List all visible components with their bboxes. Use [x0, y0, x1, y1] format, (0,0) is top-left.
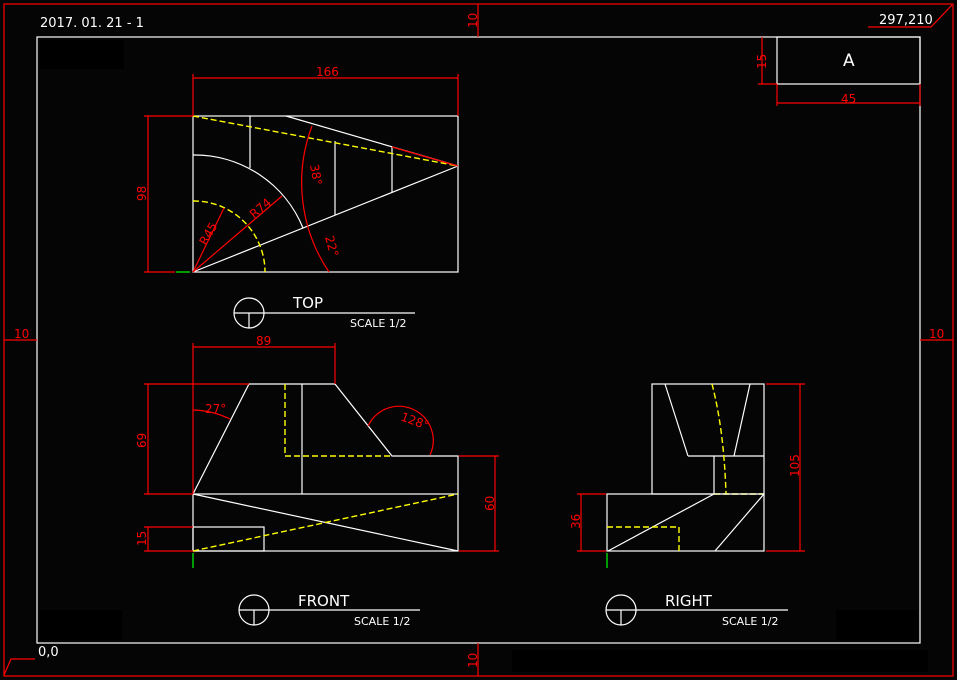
svg-text:297,210: 297,210	[879, 13, 933, 28]
dim-top-width: 166	[316, 65, 339, 79]
dim-front-top-width: 89	[256, 334, 271, 348]
dim-top-height: 98	[135, 186, 149, 201]
title-block-height-dim: 15	[755, 54, 769, 69]
dim-front-slot: 15	[135, 531, 149, 546]
svg-text:TOP: TOP	[292, 294, 323, 312]
front-view[interactable]: 89 69 27° 128° 60 15	[135, 334, 499, 568]
dim-front-height-right: 60	[483, 496, 497, 511]
margin-dim-top: 10	[466, 4, 480, 37]
svg-text:0,0: 0,0	[38, 645, 59, 660]
front-view-label: FRONT SCALE 1/2	[238, 592, 420, 628]
svg-text:SCALE 1/2: SCALE 1/2	[350, 317, 406, 330]
svg-text:SCALE 1/2: SCALE 1/2	[722, 615, 778, 628]
sheet-size-label: 297,210	[868, 4, 953, 28]
svg-text:10: 10	[929, 327, 944, 341]
dim-right-base-height: 36	[569, 514, 583, 529]
margin-dim-left: 10	[4, 327, 37, 341]
margin-dim-bottom: 10	[466, 643, 480, 676]
mask-block	[512, 650, 928, 672]
svg-text:10: 10	[14, 327, 29, 341]
mask-block	[40, 610, 122, 640]
date-label: 2017. 01. 21 - 1	[40, 16, 144, 31]
right-view[interactable]: 105 36	[569, 383, 805, 568]
right-view-label: RIGHT SCALE 1/2	[605, 592, 788, 628]
svg-text:10: 10	[466, 653, 480, 668]
dim-angle-22: 22°	[322, 234, 341, 258]
dim-angle-27: 27°	[205, 402, 226, 416]
svg-text:FRONT: FRONT	[298, 592, 350, 610]
svg-text:RIGHT: RIGHT	[665, 592, 713, 610]
mask-block	[836, 610, 918, 640]
sheet-outer-border	[3, 3, 954, 677]
dim-angle-38: 38°	[307, 163, 324, 186]
top-view[interactable]: 166 98 R45 R74 38° 22°	[135, 65, 459, 273]
margin-dim-right: 10	[920, 327, 953, 341]
mask-block	[40, 40, 124, 69]
title-block-width-dim: 45	[841, 92, 856, 106]
title-block: A 15 45	[755, 36, 921, 106]
dim-r74: R74	[247, 195, 274, 221]
drawing-frame	[36, 36, 921, 644]
dim-right-total-height: 105	[788, 454, 802, 477]
svg-text:SCALE 1/2: SCALE 1/2	[354, 615, 410, 628]
svg-text:10: 10	[466, 13, 480, 28]
origin-label: 0,0	[3, 645, 59, 676]
dim-angle-128: 128°	[399, 410, 431, 433]
dim-front-height-upper: 69	[135, 433, 149, 448]
top-view-label: TOP SCALE 1/2	[233, 294, 415, 330]
title-block-letter: A	[843, 51, 855, 71]
